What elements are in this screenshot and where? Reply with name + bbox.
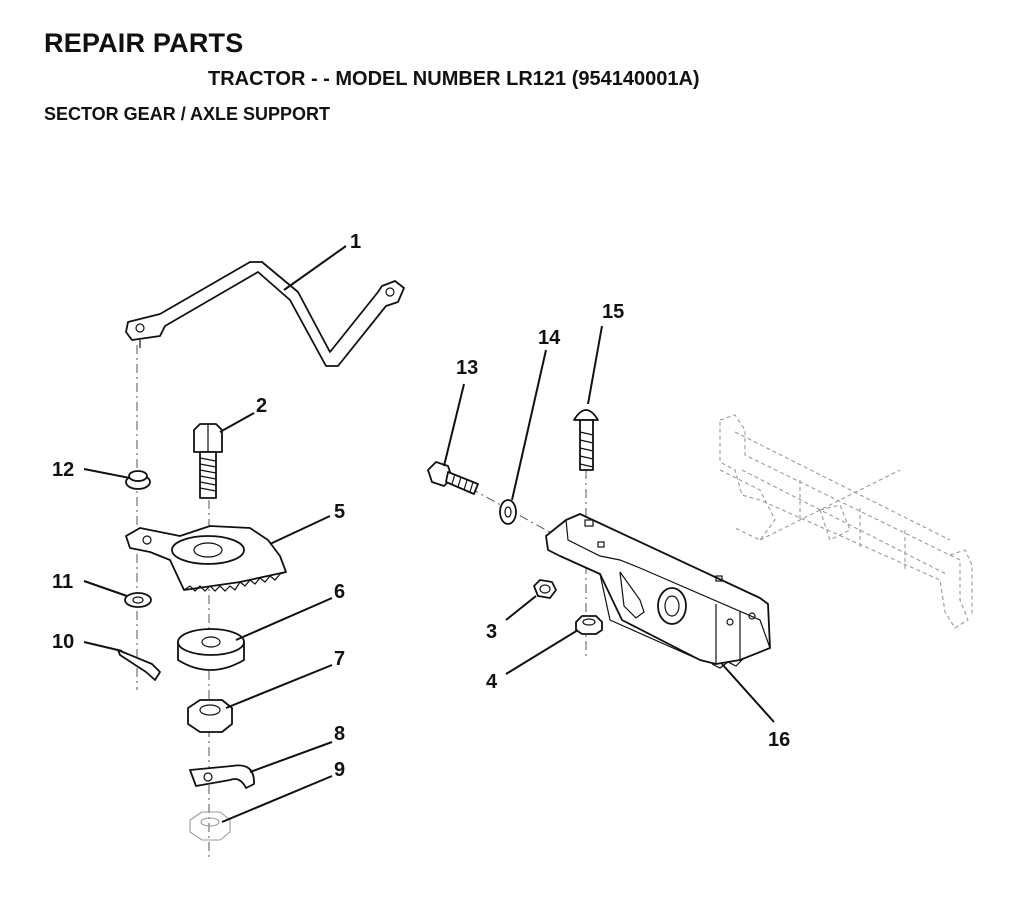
drag-link-part-1 (125, 261, 405, 367)
cotter-pin-part-10 (117, 649, 161, 681)
hex-bolt-part-2 (193, 423, 223, 499)
callout-7: 7 (334, 648, 345, 670)
washer-part-11 (124, 592, 152, 608)
callout-16: 16 (768, 729, 790, 751)
callout-15: 15 (602, 301, 624, 323)
page-title: REPAIR PARTS (44, 28, 244, 58)
callout-4: 4 (486, 671, 498, 693)
callout-12: 12 (52, 459, 74, 481)
flange-nut-part-12 (125, 470, 151, 490)
nut-part-9 (189, 811, 231, 841)
callout-13: 13 (456, 357, 478, 379)
carriage-bolt-part-15 (573, 409, 599, 471)
hex-nut-part-7 (187, 699, 233, 733)
sector-gear-part-5 (125, 525, 287, 592)
leader-lines (83, 245, 775, 823)
callout-5: 5 (334, 501, 345, 523)
frame-phantom-outline (719, 414, 973, 629)
callout-1: 1 (350, 231, 361, 253)
callout-8: 8 (334, 723, 345, 745)
bolt-part-13 (427, 461, 479, 495)
clip-part-8 (189, 764, 255, 789)
callout-labels: 1 2 3 4 5 6 7 8 9 10 11 12 13 14 15 16 (52, 231, 790, 781)
callout-14: 14 (538, 327, 561, 349)
callout-3: 3 (486, 621, 497, 643)
callout-11: 11 (52, 571, 73, 593)
axle-support-part-16 (545, 513, 771, 669)
nut-part-4 (575, 615, 603, 635)
nut-part-3 (533, 579, 557, 599)
model-subtitle: TRACTOR - - MODEL NUMBER LR121 (95414000… (208, 68, 700, 90)
section-title: SECTOR GEAR / AXLE SUPPORT (44, 104, 331, 124)
washer-part-14 (499, 499, 517, 525)
callout-10: 10 (52, 631, 74, 653)
spacer-part-6 (177, 628, 245, 671)
callout-6: 6 (334, 581, 345, 603)
callout-2: 2 (256, 395, 267, 417)
callout-9: 9 (334, 759, 345, 781)
